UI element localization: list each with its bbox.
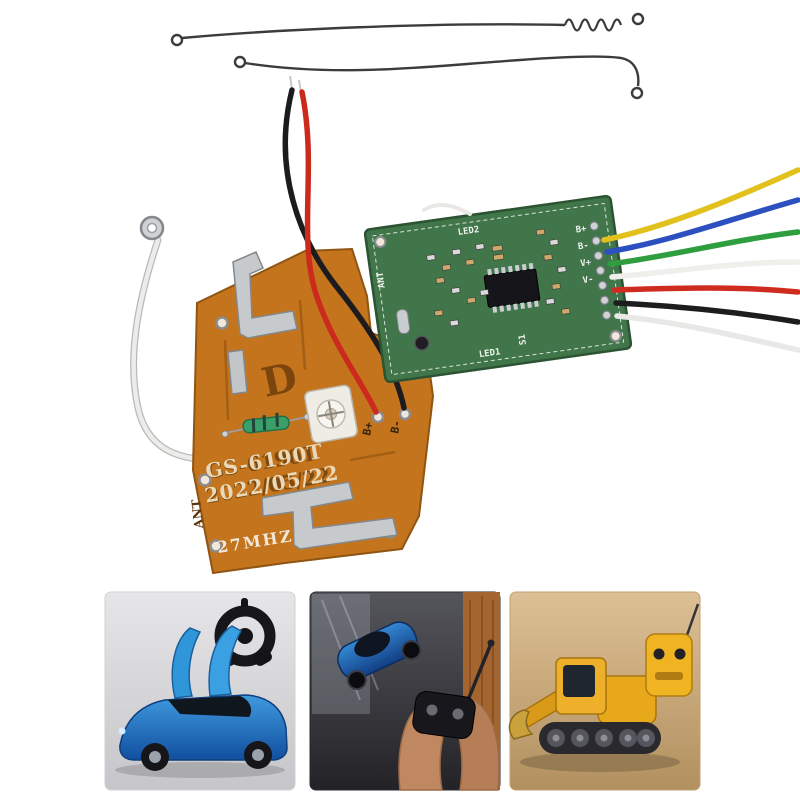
thumbnail-wall-climbing-car [309,591,501,791]
pcb-traces [223,299,396,462]
wire-black [613,300,800,325]
smd-component-cluster [426,228,571,327]
ring-terminal-hole [146,222,158,234]
cab-window [563,665,595,697]
s1-label: S1 [518,333,529,345]
mounting-hole [374,235,387,248]
ant-label: ANT [189,499,206,531]
climber-canopy [354,631,391,657]
receiver-vminus-label: V- [582,275,594,286]
transmitter-pcb: D B+ B- GS-6190T GS-6190T 2022/05/22 202… [189,247,435,575]
wire-yellow [601,167,800,243]
wire-white [609,259,800,280]
antenna-ring-terminal-wire [130,215,202,463]
remote-stick [674,648,686,660]
excavator-bucket [508,709,534,740]
car-headlight [118,727,126,735]
receiver-pcb: LED2 ANT B+ B- V+ V- LED1 S1 [363,194,633,384]
b-plus-label: B+ [360,421,376,437]
scissor-door-right [208,625,243,697]
transistor [414,335,430,351]
thumbnail-rc-sports-car [104,591,296,791]
controller-body [412,690,476,740]
antenna-wire-lower [233,55,644,100]
battery-clip-top [232,251,298,339]
antenna-eyelet-icon [170,33,184,47]
scissor-door-left [171,627,202,699]
climber-wheel [401,640,422,661]
antenna-eyelet-icon [630,86,644,100]
receiver-vplus-label: V+ [580,258,593,269]
controller-antenna [466,645,492,701]
wall-climber-car [337,621,422,691]
thumbnail-rc-excavator [508,591,701,791]
receiver-wire-harness [601,167,800,353]
wire-red [611,285,800,295]
excavator-toy [508,657,661,754]
controller-stick [452,708,464,720]
hands-with-controller [398,639,500,791]
controller-stick [426,704,438,716]
battery-wire-red [299,89,379,415]
excavator-shadow [520,752,680,772]
led1-label: LED1 [478,347,501,360]
car-windshield [168,696,252,717]
rc-sports-car [115,625,288,778]
remote-antenna [684,603,700,639]
remote-buttons [655,672,683,680]
wire-green [607,229,800,267]
receiver-ant-label: ANT [375,271,387,289]
receiver-bminus-label: B- [577,241,589,252]
receiver-bplus-label: B+ [575,224,588,235]
battery-clip-bottom [261,481,398,550]
white-wire [131,237,201,462]
ic-chip [483,262,541,313]
trimmer-capacitor [304,384,358,444]
silkscreen-border [371,202,625,376]
antenna-shaft [244,55,640,87]
led2-label: LED2 [457,225,480,238]
mounting-hole [609,330,622,343]
remote-body [645,633,693,697]
antenna-spring-coil [563,18,623,32]
remote-stick [653,648,665,660]
wire-white-2 [614,313,800,353]
wire-solder-joints [589,221,612,320]
resistor [221,412,311,438]
antenna-shaft [181,23,566,40]
antenna-eyelet-icon [233,55,247,69]
mounting-holes [198,316,397,553]
wire-blue [604,197,800,255]
antenna-eyelet-icon [631,12,645,26]
battery-clip-leg [227,349,248,395]
b-minus-label: B- [388,419,403,435]
crystal-oscillator [396,309,411,335]
excavator-remote [645,603,700,697]
bare-wire-tip [289,75,293,90]
antenna-wire-upper [170,12,645,47]
receiver-antenna-stub [422,203,472,216]
climber-wheel [346,670,367,691]
